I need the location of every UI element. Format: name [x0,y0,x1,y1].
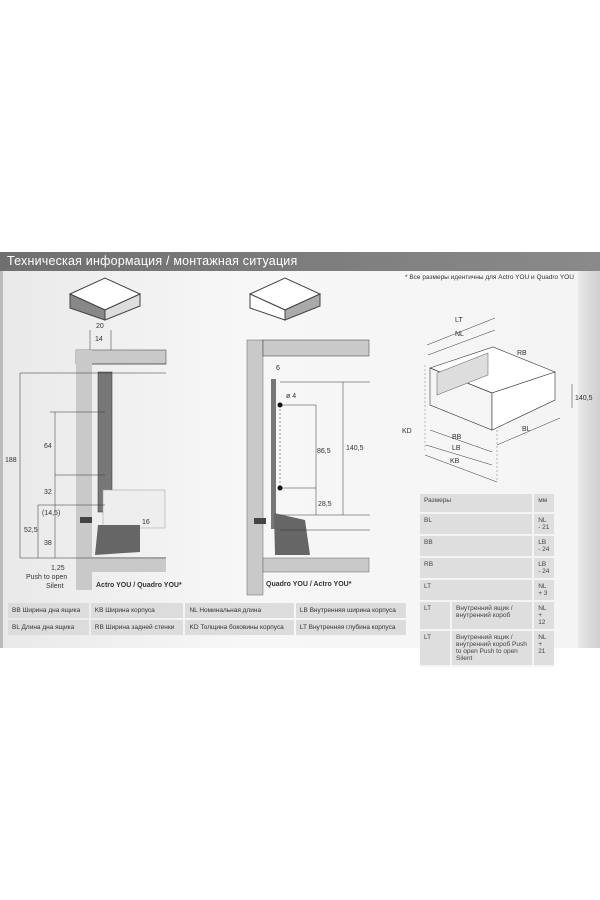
row-value: NL + 3 [532,579,554,602]
label-kb: KB [450,458,460,465]
abbreviation-legend: BB Ширина дна ящика KB Ширина корпуса NL… [6,601,408,637]
row-value: NL + 12 [532,601,554,631]
silent-label: Silent [46,583,64,590]
row-desc: Внутренний ящик / внутренний короб [449,601,534,631]
dim-32: 32 [44,489,52,496]
header-mm: мм [532,494,554,514]
label-nl: NL [455,331,464,338]
row-code: RB [420,557,534,580]
dimensions-header-row: Размеры мм [420,494,554,514]
legend-cell: LB Внутренняя ширина корпуса [295,603,406,618]
header-sizes: Размеры [420,494,534,514]
side-section-diagram-middle: 6 ø 4 86,5 140,5 28,5 Quadro YOU / Actro… [246,339,370,596]
label-bl: BL [522,426,531,433]
row-code: LT [420,601,451,631]
dim-6: 6 [276,365,280,372]
row-code: BL [420,513,534,536]
caption-left: Actro YOU / Quadro YOU* [96,582,182,589]
legend-cell: KB Ширина корпуса [90,603,184,618]
footnote: * Все размеры идентичны для Actro YOU и … [405,274,574,281]
label-bb: BB [452,434,462,441]
drawer-thumbnail-middle [248,277,322,321]
dim-14-5: (14,5) [42,510,60,517]
label-lb: LB [452,445,461,452]
dim-20: 20 [96,323,104,330]
legend-row: BL Длина дна ящика RB Ширина задней стен… [8,620,406,635]
legend-cell: KD Толщина боковины корпуса [185,620,294,635]
dim-28-5: 28,5 [318,501,332,508]
label-rb: RB [517,350,527,357]
row-value: NL - 21 [532,513,554,536]
dim-1-25: 1,25 [51,565,65,572]
label-kd: KD [402,428,412,435]
dim-86-5: 86,5 [317,448,331,455]
dim-diameter-4: ø 4 [286,393,296,400]
dim-16: 16 [142,519,150,526]
row-value: LB - 24 [532,535,554,558]
legend-cell: BB Ширина дна ящика [8,603,89,618]
legend-cell: NL Номинальная длина [185,603,294,618]
side-section-diagram-left: 20 14 188 64 32 (14,5) 16 52,5 38 1,25 P… [5,323,182,590]
row-desc: Внутренний ящик / внутренний короб Push … [449,630,534,667]
section-header: Техническая информация / монтажная ситуа… [0,252,600,271]
legend-row: BB Ширина дна ящика KB Ширина корпуса NL… [8,603,406,618]
dim-38: 38 [44,540,52,547]
dim-52-5: 52,5 [24,527,38,534]
dim-14: 14 [95,336,103,343]
dim-140-5: 140,5 [346,445,364,452]
dim-64: 64 [44,443,52,450]
dim-188: 188 [5,457,17,464]
row-code: LT [420,579,534,602]
right-strip [578,271,600,648]
push-to-open-label: Push to open [26,574,67,581]
legend-cell: LT Внутренняя глубина корпуса [295,620,406,635]
row-value: LB - 24 [532,557,554,580]
legend-cell: RB Ширина задней стенки [90,620,184,635]
legend-cell: BL Длина дна ящика [8,620,89,635]
row-code: BB [420,535,534,558]
drawer-thumbnail-left [68,277,142,321]
label-140-5: 140,5 [575,395,593,402]
caption-middle: Quadro YOU / Actro YOU* [266,581,352,588]
row-value: NL + 21 [532,630,554,667]
row-code: LT [420,630,451,667]
isometric-drawer-diagram: LT NL RB 140,5 KD BB LB KB BL [402,317,593,483]
label-lt: LT [455,317,463,324]
